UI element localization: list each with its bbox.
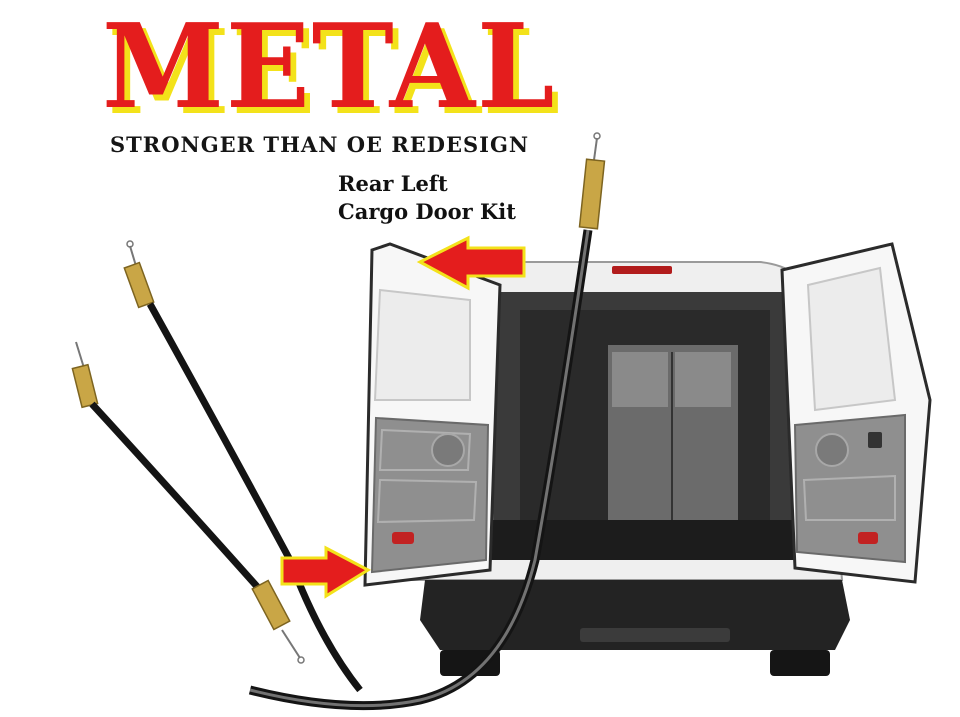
arrow-lower-icon [280,545,372,599]
callout-line-2: Cargo Door Kit [338,199,516,224]
right-cargo-door [780,242,932,584]
cable-medium [123,240,363,693]
cable-long [248,132,606,711]
van-rear [399,261,850,676]
arrow-upper-icon [416,235,526,291]
left-cargo-door [363,242,502,587]
callout-line-1: Rear Left [338,171,448,196]
tagline: STRONGER THAN OE REDESIGN [110,132,530,157]
callout-label: Rear Left Cargo Door Kit [338,170,558,226]
cable-short [71,341,305,664]
headline-metal: METAL [102,0,557,135]
